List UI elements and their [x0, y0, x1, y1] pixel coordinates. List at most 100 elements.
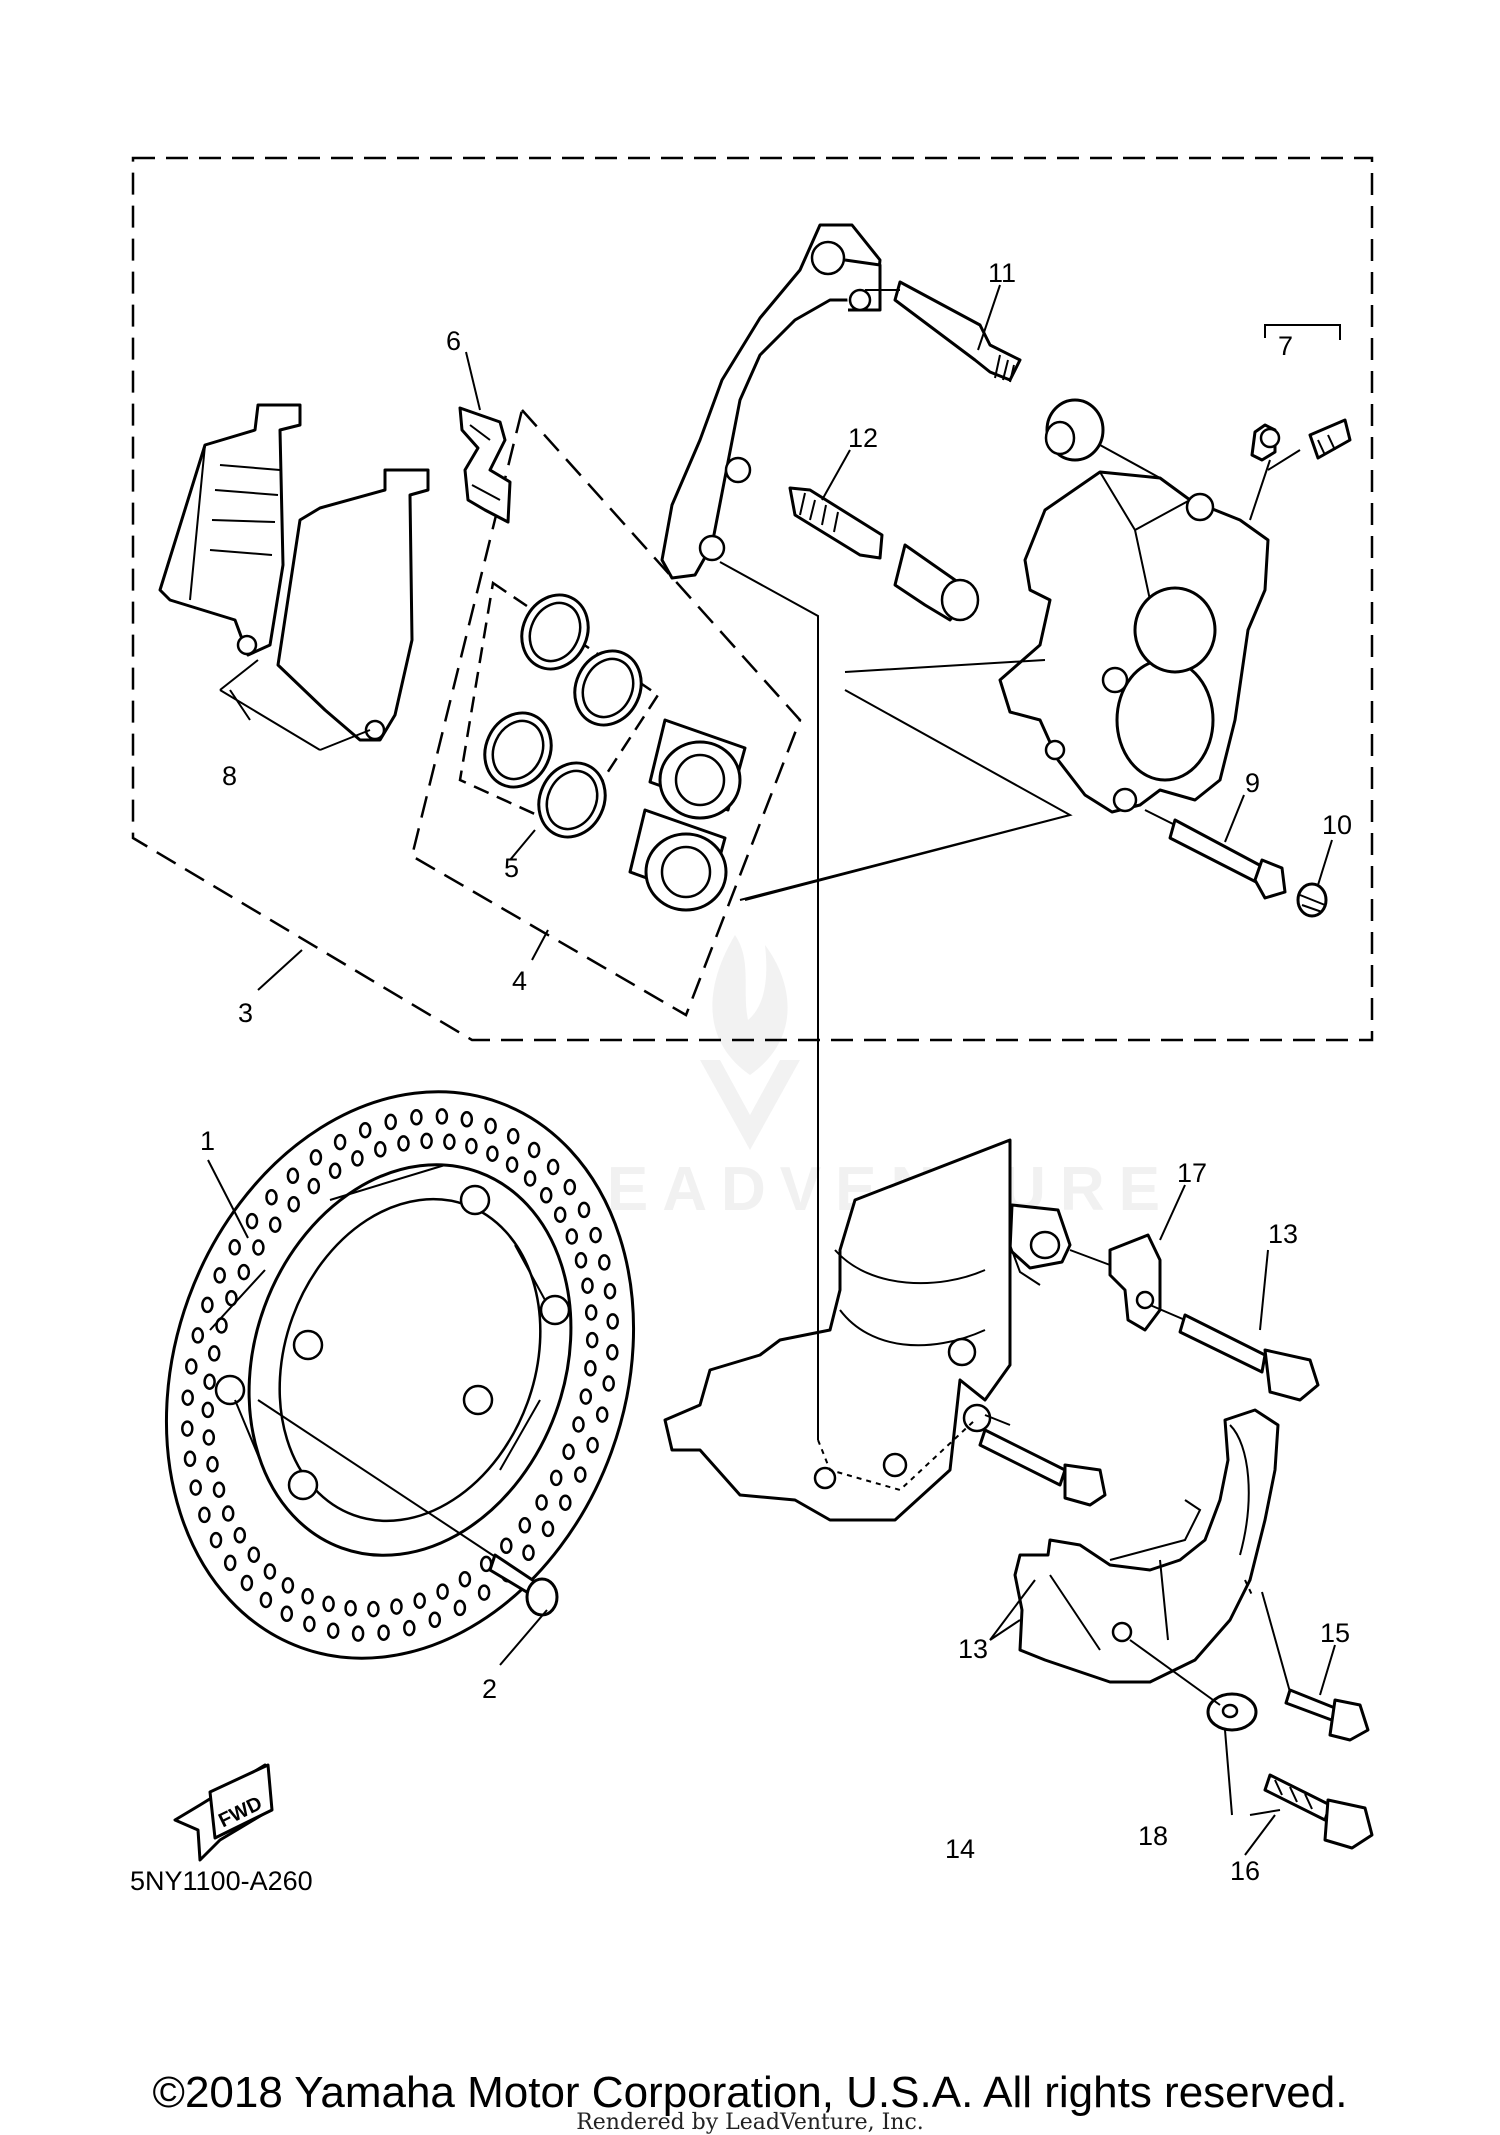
disc-vent-hole	[265, 1188, 278, 1206]
disc-vent-hole	[586, 1436, 599, 1454]
disc-vent-hole	[351, 1625, 365, 1642]
disc-bolt	[257, 1399, 559, 1617]
disc-vent-hole	[198, 1506, 211, 1524]
caliper-bracket	[660, 223, 882, 580]
disc-vent-hole	[458, 1570, 472, 1588]
callout-16: 16	[1230, 1856, 1260, 1886]
brake-pads	[158, 403, 430, 751]
callout-18: 18	[1138, 1821, 1168, 1851]
disc-vent-hole	[535, 1494, 548, 1511]
disc-vent-hole	[581, 1277, 594, 1294]
disc-vent-hole	[247, 1546, 261, 1563]
disc-vent-hole	[574, 1252, 588, 1269]
disc-vent-hole	[185, 1358, 198, 1375]
disc-vent-hole	[589, 1226, 602, 1244]
slide-pin-12	[788, 486, 980, 622]
disc-vent-hole	[333, 1133, 347, 1151]
disc-vent-hole	[523, 1170, 537, 1187]
disc-vent-hole	[585, 1331, 599, 1349]
disc-vent-hole	[213, 1267, 226, 1284]
washer-18	[1129, 1639, 1258, 1732]
disc-vent-hole	[203, 1373, 216, 1390]
disc-vent-hole	[209, 1531, 223, 1549]
callout-17: 17	[1177, 1158, 1207, 1188]
disc-vent-hole	[367, 1600, 380, 1618]
disc-vent-hole	[240, 1574, 254, 1592]
disc-vent-hole	[201, 1296, 214, 1314]
callout-9: 9	[1245, 768, 1260, 798]
disc-vent-hole	[572, 1416, 585, 1433]
disc-vent-hole	[436, 1583, 449, 1600]
disc-vent-hole	[384, 1113, 397, 1131]
brake-disc	[164, 1090, 636, 1660]
callout-13-upper: 13	[1268, 1219, 1298, 1249]
disc-vent-hole	[212, 1481, 226, 1498]
callout-10: 10	[1322, 810, 1352, 840]
watermark: LEADVENTURE	[555, 935, 1160, 1224]
callout-leaders	[207, 284, 1341, 1856]
disc-vent-hole	[584, 1360, 597, 1377]
disc-vent-hole	[484, 1117, 497, 1135]
disc-vent-hole	[579, 1388, 593, 1405]
bolt-9	[1144, 809, 1287, 900]
disc-vent-hole	[460, 1111, 474, 1128]
disc-vent-hole	[303, 1615, 316, 1633]
callout-3: 3	[238, 998, 253, 1028]
disc-vent-hole	[181, 1389, 194, 1406]
disc-vent-hole	[286, 1167, 300, 1185]
disc-vent-hole	[326, 1622, 340, 1639]
disc-vent-hole	[328, 1162, 342, 1180]
pad-spring	[458, 406, 512, 524]
disc-vent-hole	[377, 1624, 390, 1641]
diagram-code: 5NY1100-A260	[130, 1866, 313, 1896]
disc-vent-hole	[420, 1132, 433, 1150]
disc-vent-hole	[410, 1109, 423, 1126]
disc-vent-hole	[606, 1313, 619, 1330]
disc-vent-hole	[344, 1599, 357, 1617]
disc-vent-hole	[598, 1254, 611, 1271]
disc-vent-hole	[237, 1263, 251, 1281]
disc-vent-hole	[221, 1505, 235, 1522]
bleeder-screw	[1249, 418, 1352, 521]
disc-vent-hole	[259, 1591, 273, 1609]
disc-vent-hole	[191, 1327, 205, 1344]
disc-vent-hole	[574, 1466, 587, 1483]
disc-vent-hole	[280, 1605, 294, 1623]
disc-vent-hole	[435, 1108, 449, 1125]
disc-vent-hole	[562, 1443, 575, 1461]
disc-vent-hole	[223, 1554, 237, 1572]
disc-vent-hole	[397, 1135, 410, 1152]
copyright-notice: ©2018 Yamaha Motor Corporation, U.S.A. A…	[152, 2068, 1348, 2117]
disc-vent-hole	[595, 1406, 609, 1423]
disc-vent-hole	[189, 1479, 202, 1496]
fwd-arrow-icon: FWD	[173, 1763, 274, 1862]
disc-vent-hole	[309, 1149, 323, 1166]
disc-vent-hole	[301, 1588, 314, 1605]
disc-vent-hole	[245, 1212, 259, 1230]
bolt-13-lower	[978, 1414, 1107, 1507]
disc-vent-hole	[413, 1592, 426, 1609]
caliper-body	[998, 470, 1270, 814]
nut-10	[1296, 882, 1328, 918]
disc-vent-hole	[252, 1239, 265, 1256]
disc-vent-hole	[233, 1527, 247, 1544]
disc-vent-hole	[584, 1304, 598, 1321]
piston-seals	[483, 593, 643, 839]
callout-2: 2	[482, 1674, 497, 1704]
disc-vent-hole	[263, 1563, 277, 1580]
disc-vent-hole	[307, 1177, 321, 1195]
disc-vent-hole	[549, 1469, 563, 1487]
disc-vent-hole	[206, 1456, 219, 1473]
seal-kit-boundary	[410, 407, 802, 1017]
pistons	[628, 718, 747, 912]
disc-vent-hole	[505, 1156, 519, 1173]
callout-4: 4	[512, 966, 527, 996]
callout-14: 14	[945, 1834, 975, 1864]
callout-5: 5	[504, 853, 519, 883]
disc-vent-hole	[443, 1133, 456, 1151]
callouts: 1 2 3 4 5 6 7 8 9 10 11 12 13 13 14 15 1…	[200, 258, 1352, 1886]
disc-vent-hole	[553, 1206, 567, 1223]
disc-vent-hole	[281, 1577, 295, 1594]
disc-vent-hole	[390, 1598, 403, 1615]
